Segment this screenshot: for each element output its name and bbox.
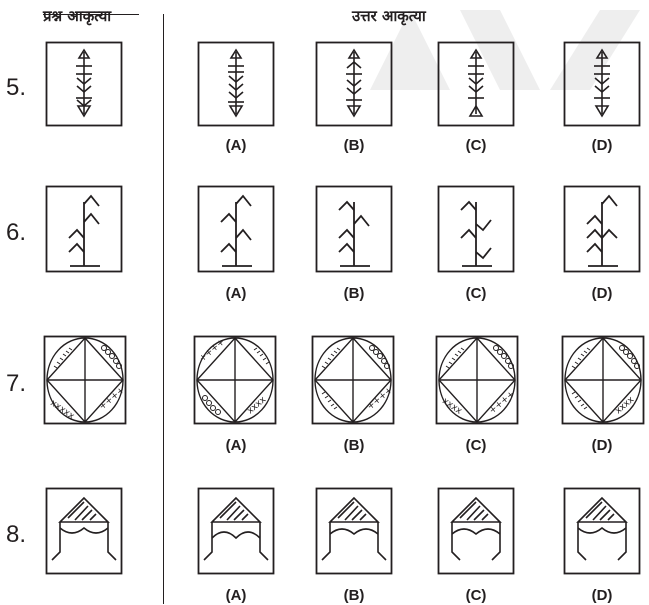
option-b-label: (B) <box>319 137 389 154</box>
q7-problem-figure: xxxxx ++++ <box>44 336 126 424</box>
option-d-label: (D) <box>567 137 637 154</box>
option-d-label: (D) <box>567 437 637 454</box>
q8-option-c-figure[interactable] <box>438 488 514 574</box>
problem-figure-header: प्रश्न आकृत्या <box>43 6 111 26</box>
q7-option-d-figure[interactable]: xxxx <box>562 336 644 424</box>
q5-option-b-figure[interactable] <box>316 42 392 126</box>
q7-option-b-figure[interactable]: ++++ <box>312 336 394 424</box>
question-number: 7. <box>6 370 46 398</box>
header-underline <box>43 14 139 15</box>
question-number: 8. <box>6 521 46 549</box>
option-b-label: (B) <box>319 587 389 604</box>
question-number: 6. <box>6 219 46 247</box>
q5-option-a-figure[interactable] <box>198 42 274 126</box>
option-b-label: (B) <box>319 285 389 302</box>
option-c-label: (C) <box>441 137 511 154</box>
option-d-label: (D) <box>567 285 637 302</box>
q5-problem-figure <box>46 42 122 126</box>
option-b-label: (B) <box>319 437 389 454</box>
svg-text:xxxxx: xxxxx <box>48 398 76 422</box>
q8-option-b-figure[interactable] <box>316 488 392 574</box>
option-c-label: (C) <box>441 285 511 302</box>
option-a-label: (A) <box>201 137 271 154</box>
q6-option-a-figure[interactable] <box>198 186 274 272</box>
option-c-label: (C) <box>441 587 511 604</box>
q5-option-c-figure[interactable] <box>438 42 514 126</box>
question-number: 5. <box>6 74 46 102</box>
q6-problem-figure <box>46 186 122 272</box>
q6-option-d-figure[interactable] <box>564 186 640 272</box>
option-d-label: (D) <box>567 587 637 604</box>
option-a-label: (A) <box>201 437 271 454</box>
q6-option-b-figure[interactable] <box>316 186 392 272</box>
q8-option-d-figure[interactable] <box>564 488 640 574</box>
svg-text:xxxx: xxxx <box>440 396 464 417</box>
option-a-label: (A) <box>201 587 271 604</box>
q7-option-c-figure[interactable]: xxxx ++++ <box>436 336 518 424</box>
q6-option-c-figure[interactable] <box>438 186 514 272</box>
q5-option-d-figure[interactable] <box>564 42 640 126</box>
option-c-label: (C) <box>441 437 511 454</box>
q8-problem-figure <box>46 488 122 574</box>
q8-option-a-figure[interactable] <box>198 488 274 574</box>
column-divider <box>163 14 164 604</box>
q7-option-a-figure[interactable]: ++++ xxxx <box>194 336 276 424</box>
option-a-label: (A) <box>201 285 271 302</box>
